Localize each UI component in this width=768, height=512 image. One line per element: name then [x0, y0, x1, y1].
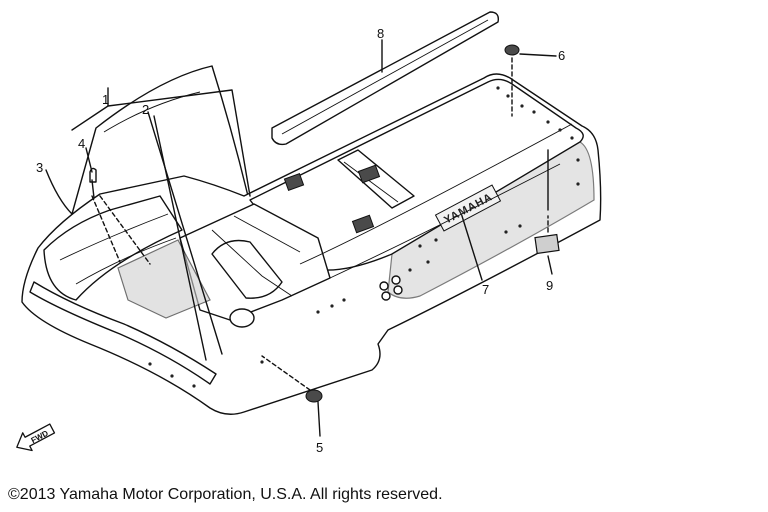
front-bumper	[29, 281, 217, 385]
callout-5: 5	[316, 440, 323, 455]
seat-strip-inner	[281, 19, 489, 135]
side-panel	[387, 141, 595, 299]
cockpit-rib-1	[211, 229, 293, 297]
windshield-edge	[103, 91, 201, 133]
cockpit-floor	[117, 239, 211, 319]
deck-seam	[299, 123, 573, 265]
parts-diagram: YAMAHA	[16, 11, 602, 455]
bulkhead-hole	[229, 308, 255, 328]
side-ports	[379, 275, 403, 301]
rear-rail	[329, 163, 561, 279]
callout-1: 1	[102, 92, 109, 107]
cockpit-rib-2	[233, 215, 301, 253]
nose-rib-2	[75, 237, 177, 285]
cockpit-bulkhead	[179, 203, 331, 321]
steering-column	[211, 239, 283, 299]
fwd-arrow-icon: FWD	[16, 423, 56, 452]
rivet-dots	[148, 86, 580, 388]
callout-2: 2	[142, 102, 149, 117]
copyright-notice: ©2013 Yamaha Motor Corporation, U.S.A. A…	[8, 486, 443, 503]
callout-3: 3	[36, 160, 43, 175]
nose-rib	[59, 213, 169, 261]
callout-9: 9	[546, 278, 553, 293]
callout-7: 7	[482, 282, 489, 297]
callout-6: 6	[558, 48, 565, 63]
callout-4: 4	[78, 136, 85, 151]
deck-top	[249, 78, 584, 271]
drain-plug	[305, 389, 323, 403]
label-plate	[534, 233, 560, 255]
seat-brackets	[283, 149, 415, 234]
windshield-panel	[71, 65, 249, 215]
bolt	[89, 167, 97, 199]
deck-plug	[504, 44, 520, 56]
leader-lines	[45, 39, 557, 437]
callout-8: 8	[377, 26, 384, 41]
